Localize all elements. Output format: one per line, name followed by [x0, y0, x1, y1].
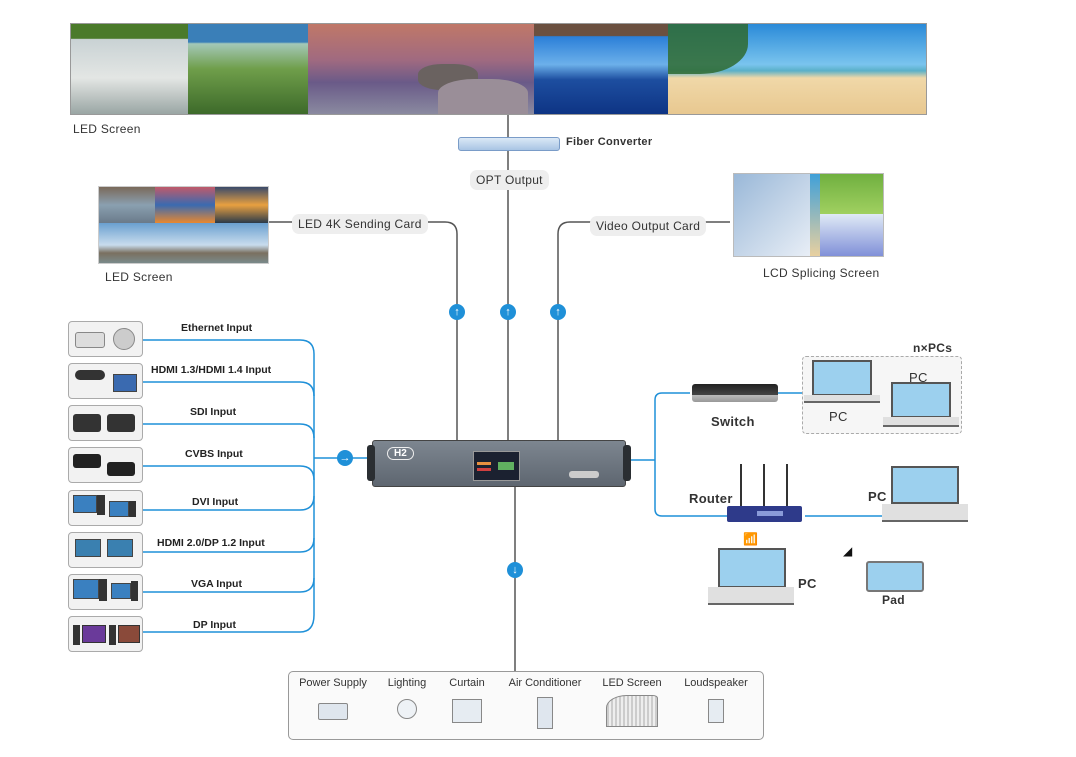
lcd-splicing-screen: [733, 173, 884, 257]
laptop-icon: [812, 360, 872, 396]
laptop-icon: [718, 548, 786, 588]
lcd-splicing-screen-label: LCD Splicing Screen: [763, 266, 880, 280]
left-led-screen-label: LED Screen: [105, 270, 173, 284]
input-label: DP Input: [193, 619, 236, 631]
pad-label: Pad: [882, 593, 905, 607]
input-device-thumb: [68, 616, 143, 652]
peripheral-curtain: Curtain: [445, 677, 489, 723]
laptop-icon: [891, 382, 951, 418]
input-device-thumb: [68, 321, 143, 357]
input-bus: [141, 339, 372, 633]
input-device-thumb: [68, 447, 143, 483]
arrow-up-icon: ↑: [550, 304, 566, 320]
curtain-icon: [452, 699, 482, 723]
arrow-right-icon: →: [337, 450, 353, 466]
device-brand-badge: H2: [387, 447, 414, 460]
input-label: Ethernet Input: [181, 322, 253, 334]
laptop-icon: [75, 539, 101, 557]
network-lines: [625, 392, 885, 517]
switch-label: Switch: [711, 414, 755, 429]
arrow-up-icon: ↑: [449, 304, 465, 320]
peripherals-panel: Power Supply Lighting Curtain Air Condit…: [288, 671, 764, 740]
device-brand-plate: [569, 471, 599, 478]
top-led-screen-label: LED Screen: [73, 122, 141, 136]
arrow-down-icon: ↓: [507, 562, 523, 578]
input-device-thumb: [68, 363, 143, 399]
desktop-pc-icon: [73, 495, 97, 513]
tablet-icon: [866, 561, 924, 592]
fiber-converter-label: Fiber Converter: [566, 136, 653, 148]
monitor-icon: [73, 625, 80, 645]
peripheral-label: Curtain: [449, 677, 485, 689]
peripheral-label: Lighting: [387, 677, 427, 689]
peripheral-air-conditioner: Air Conditioner: [505, 677, 585, 729]
video-processor-device: H2: [367, 440, 631, 487]
input-device-thumb: [68, 532, 143, 568]
camcorder-icon: [73, 414, 101, 432]
air-conditioner-icon: [537, 697, 553, 729]
input-device-thumb: [68, 574, 143, 610]
router-icon: [727, 464, 802, 522]
screen-tile-rocks: [308, 24, 534, 114]
converter-box-icon: [73, 454, 101, 468]
pc-label: PC: [868, 489, 887, 504]
dome-camera-icon: [113, 328, 135, 350]
input-label: DVI Input: [192, 496, 239, 508]
light-bulb-icon: [397, 699, 417, 719]
peripheral-label: Air Conditioner: [508, 677, 582, 689]
input-device-thumb: [68, 405, 143, 441]
peripheral-label: Power Supply: [299, 677, 367, 689]
peripheral-led-screen: LED Screen: [597, 677, 667, 727]
peripheral-label: Loudspeaker: [684, 677, 748, 689]
input-label: SDI Input: [190, 406, 237, 418]
input-device-thumb: [68, 490, 143, 526]
pc-label: PC: [829, 409, 848, 424]
switch-icon: [692, 384, 778, 402]
camera-icon: [75, 332, 105, 348]
power-strip-icon: [318, 703, 348, 720]
arrow-up-icon: ↑: [500, 304, 516, 320]
screen-tile-ocean: [534, 24, 668, 114]
device-display: [473, 451, 520, 481]
input-label: HDMI 1.3/HDMI 1.4 Input: [151, 364, 272, 376]
input-label: CVBS Input: [185, 448, 243, 460]
fiber-converter-icon: [458, 137, 560, 151]
curved-led-screen-icon: [606, 695, 658, 727]
pcs-group-label: n×PCs: [913, 341, 953, 355]
pc-label: PC: [798, 576, 817, 591]
screen-tile-beach: [668, 24, 926, 114]
sending-card-line: [268, 221, 458, 440]
speaker-icon: [708, 699, 724, 723]
router-label: Router: [689, 491, 733, 506]
media-player-laptop-icon: [75, 370, 105, 380]
opt-output-label: OPT Output: [470, 170, 549, 190]
screen-tile-lake: [71, 24, 188, 114]
top-led-screen: [70, 23, 927, 115]
video-output-card-label: Video Output Card: [590, 216, 707, 236]
wifi-icon: 📶: [743, 532, 758, 546]
input-label: VGA Input: [191, 578, 242, 590]
left-led-screen: [98, 186, 269, 264]
pcs-group: PC PC: [802, 356, 962, 434]
peripheral-lighting: Lighting: [381, 677, 433, 719]
wireless-signal-icon: ◢: [843, 544, 853, 558]
input-label: HDMI 2.0/DP 1.2 Input: [157, 537, 265, 549]
pc-label: PC: [909, 370, 928, 385]
video-output-line: [557, 221, 730, 440]
peripheral-loudspeaker: Loudspeaker: [681, 677, 751, 723]
desktop-pc-icon: [73, 579, 99, 599]
screen-tile-castle: [188, 24, 308, 114]
peripheral-power-supply: Power Supply: [297, 677, 369, 720]
peripheral-label: LED Screen: [602, 677, 662, 689]
laptop-icon: [891, 466, 959, 504]
led-sending-card-label: LED 4K Sending Card: [292, 214, 428, 234]
